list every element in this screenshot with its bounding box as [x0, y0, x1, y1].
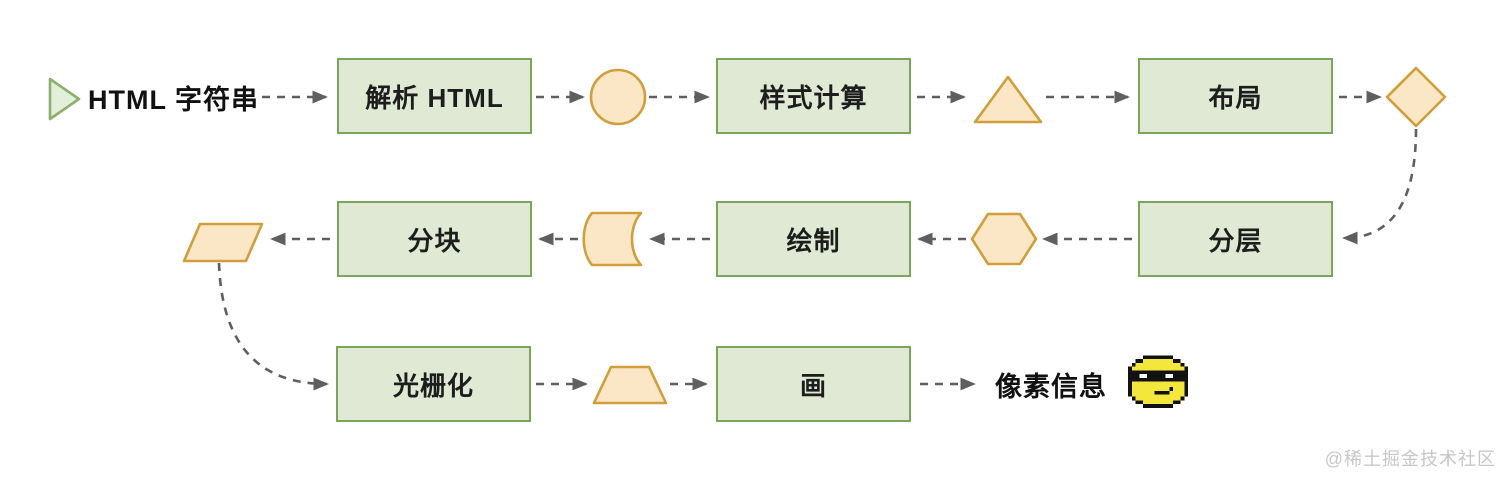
node-raster: 光栅化: [336, 346, 531, 422]
connector-diamond-to-layer: [1342, 128, 1418, 245]
node-tiling: 分块: [337, 201, 532, 277]
start-label: HTML 字符串: [88, 84, 259, 115]
parallelogram-icon: [182, 222, 264, 263]
play-triangle-icon: [48, 77, 81, 121]
up-triangle-icon: [973, 75, 1043, 124]
node-paint: 绘制: [716, 201, 911, 277]
node-layout: 布局: [1138, 58, 1333, 134]
node-layer: 分层: [1138, 201, 1333, 277]
circle-icon: [589, 68, 647, 126]
connector-parallelogram-to-raster: [217, 262, 329, 391]
node-style-calc: 样式计算: [716, 58, 911, 134]
node-draw: 画: [716, 346, 911, 422]
stored-data-icon: [582, 211, 643, 267]
trapezoid-icon: [592, 365, 668, 405]
watermark: @稀土掘金技术社区: [1324, 449, 1496, 469]
node-parse-html: 解析 HTML: [337, 58, 532, 134]
pixel-sunglasses-emoji-icon: [1128, 355, 1188, 408]
diamond-icon: [1385, 66, 1447, 128]
hexagon-icon: [970, 212, 1038, 266]
end-label: 像素信息: [995, 371, 1107, 402]
